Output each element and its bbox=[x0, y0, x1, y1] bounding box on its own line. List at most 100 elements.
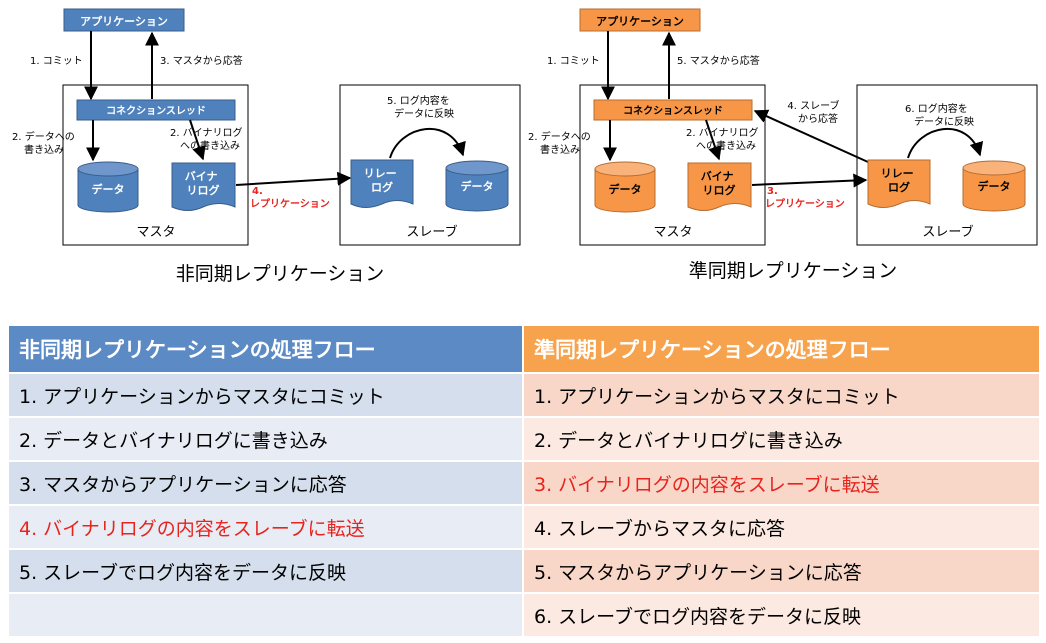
step2a-line1: 2. データへの bbox=[528, 130, 591, 143]
table-row: 6. スレーブでログ内容をデータに反映 bbox=[8, 593, 1040, 637]
write-binlog-arrow bbox=[189, 119, 206, 161]
relaylog-document bbox=[867, 159, 931, 208]
binlog-label: バイナ リログ bbox=[185, 170, 222, 197]
replication-arrow bbox=[235, 171, 352, 186]
table-row: 5. スレーブでログ内容をデータに反映 5. マスタからアプリケーションに応答 bbox=[8, 549, 1040, 593]
relaylog-line1: リレー bbox=[364, 167, 397, 180]
step4-label: 4. スレーブ から応答 bbox=[787, 99, 842, 125]
replication-arrow bbox=[751, 173, 868, 188]
binlog-line1: バイナ bbox=[185, 170, 218, 183]
application-label: アプリケーション bbox=[596, 14, 684, 28]
semi-step-cell: 6. スレーブでログ内容をデータに反映 bbox=[523, 593, 1040, 637]
connection-thread-box bbox=[76, 99, 236, 121]
step3-line2: レプリケーション bbox=[765, 197, 845, 210]
step4-line1: 4. スレーブ bbox=[787, 99, 839, 112]
step6-line1: 6. ログ内容を bbox=[905, 102, 968, 115]
async-step-cell: 5. スレーブでログ内容をデータに反映 bbox=[8, 549, 523, 593]
step5-label: 5. ログ内容を データに反映 bbox=[387, 94, 454, 120]
binlog-label: バイナ リログ bbox=[701, 170, 738, 197]
application-box bbox=[579, 8, 701, 32]
replication-diagram: アプリケーション 1. コミット 3. マスタから応答 コネクションスレッド 2… bbox=[12, 8, 1038, 285]
slave-data-label: データ bbox=[978, 179, 1011, 193]
step5-line2: データに反映 bbox=[394, 107, 454, 120]
binlog-line2: リログ bbox=[703, 183, 736, 197]
application-box bbox=[63, 8, 185, 32]
connection-thread-label: コネクションスレッド bbox=[106, 105, 206, 117]
step3-line1: 3. bbox=[767, 186, 778, 197]
async-step-cell: 2. データとバイナリログに書き込み bbox=[8, 417, 523, 461]
slave-data-label: データ bbox=[461, 179, 494, 193]
slave-label: スレーブ bbox=[922, 224, 973, 240]
step2b-label: 2. バイナリログ への書き込み bbox=[686, 126, 762, 152]
step5-label: 5. マスタから応答 bbox=[677, 54, 760, 67]
apply-arrow bbox=[907, 128, 984, 159]
step2a-line2: 書き込み bbox=[540, 143, 580, 156]
semi-caption: 準同期レプリケーション bbox=[689, 260, 898, 282]
slave-data-cylinder bbox=[962, 160, 1026, 212]
connection-thread-box bbox=[593, 99, 753, 121]
table-header-row: 非同期レプリケーションの処理フロー 準同期レプリケーションの処理フロー bbox=[8, 325, 1040, 373]
relaylog-label: リレー ログ bbox=[881, 167, 918, 194]
step2a-label: 2. データへの 書き込み bbox=[528, 130, 594, 156]
step6-label: 6. ログ内容を データに反映 bbox=[905, 102, 974, 128]
binlog-document bbox=[171, 162, 236, 211]
step2b-line1: 2. バイナリログ bbox=[686, 126, 759, 139]
step2a-label: 2. データへの 書き込み bbox=[12, 130, 78, 156]
header-semi: 準同期レプリケーションの処理フロー bbox=[523, 325, 1040, 373]
step2b-line1: 2. バイナリログ bbox=[170, 126, 243, 139]
apply-arrow bbox=[389, 128, 466, 159]
step2b-line2: への書き込み bbox=[180, 139, 240, 152]
master-label: マスタ bbox=[653, 225, 692, 240]
relaylog-line2: ログ bbox=[371, 180, 393, 194]
async-step-cell-empty bbox=[8, 593, 523, 637]
semi-diagram: アプリケーション 1. コミット 5. マスタから応答 コネクションスレッド 4… bbox=[528, 8, 1038, 282]
table-row: 1. アプリケーションからマスタにコミット 1. アプリケーションからマスタにコ… bbox=[8, 373, 1040, 417]
step3-label: 3. マスタから応答 bbox=[160, 54, 243, 67]
connection-thread-label: コネクションスレッド bbox=[623, 105, 723, 117]
step5-line1: 5. ログ内容を bbox=[387, 94, 450, 107]
async-step-cell: 3. マスタからアプリケーションに応答 bbox=[8, 461, 523, 505]
application-label: アプリケーション bbox=[80, 14, 168, 28]
async-step-cell: 1. アプリケーションからマスタにコミット bbox=[8, 373, 523, 417]
step2a-line2: 書き込み bbox=[24, 143, 64, 156]
step4-line2: レプリケーション bbox=[250, 197, 330, 210]
slave-response-arrow bbox=[753, 109, 869, 163]
table-row: 2. データとバイナリログに書き込み 2. データとバイナリログに書き込み bbox=[8, 417, 1040, 461]
step4-label: 4. レプリケーション bbox=[250, 186, 330, 210]
master-data-label: データ bbox=[609, 182, 642, 196]
semi-step-cell: 1. アプリケーションからマスタにコミット bbox=[523, 373, 1040, 417]
relaylog-line1: リレー bbox=[881, 167, 914, 180]
step1-label: 1. コミット bbox=[30, 56, 83, 67]
async-diagram: アプリケーション 1. コミット 3. マスタから応答 コネクションスレッド 2… bbox=[12, 8, 521, 285]
table-row: 4. バイナリログの内容をスレーブに転送 4. スレーブからマスタに応答 bbox=[8, 505, 1040, 549]
step2b-line2: への書き込み bbox=[696, 139, 756, 152]
master-data-label: データ bbox=[92, 182, 125, 196]
master-data-cylinder bbox=[77, 161, 139, 213]
header-async: 非同期レプリケーションの処理フロー bbox=[8, 325, 523, 373]
binlog-line2: リログ bbox=[187, 183, 220, 197]
flow-table: 非同期レプリケーションの処理フロー 準同期レプリケーションの処理フロー 1. ア… bbox=[8, 325, 1040, 637]
relaylog-label: リレー ログ bbox=[364, 167, 401, 194]
step2a-line1: 2. データへの bbox=[12, 130, 75, 143]
slave-label: スレーブ bbox=[406, 224, 457, 240]
step6-line2: データに反映 bbox=[914, 115, 974, 128]
relaylog-line2: ログ bbox=[888, 180, 910, 194]
master-label: マスタ bbox=[136, 225, 175, 240]
step1-label: 1. コミット bbox=[547, 56, 600, 67]
write-binlog-arrow bbox=[705, 119, 722, 161]
step4-line1: 4. bbox=[252, 186, 263, 197]
async-caption: 非同期レプリケーション bbox=[176, 263, 385, 285]
step3-label: 3. レプリケーション bbox=[765, 186, 845, 210]
table-row: 3. マスタからアプリケーションに応答 3. バイナリログの内容をスレーブに転送 bbox=[8, 461, 1040, 505]
binlog-line1: バイナ bbox=[701, 170, 734, 183]
slave-data-cylinder bbox=[445, 160, 509, 212]
semi-step-cell-highlight: 3. バイナリログの内容をスレーブに転送 bbox=[523, 461, 1040, 505]
semi-step-cell: 5. マスタからアプリケーションに応答 bbox=[523, 549, 1040, 593]
master-data-cylinder bbox=[594, 161, 656, 213]
semi-step-cell: 4. スレーブからマスタに応答 bbox=[523, 505, 1040, 549]
relaylog-document bbox=[350, 159, 414, 208]
async-step-cell-highlight: 4. バイナリログの内容をスレーブに転送 bbox=[8, 505, 523, 549]
binlog-document bbox=[687, 162, 752, 211]
semi-step-cell: 2. データとバイナリログに書き込み bbox=[523, 417, 1040, 461]
step4-line2: から応答 bbox=[798, 112, 838, 125]
